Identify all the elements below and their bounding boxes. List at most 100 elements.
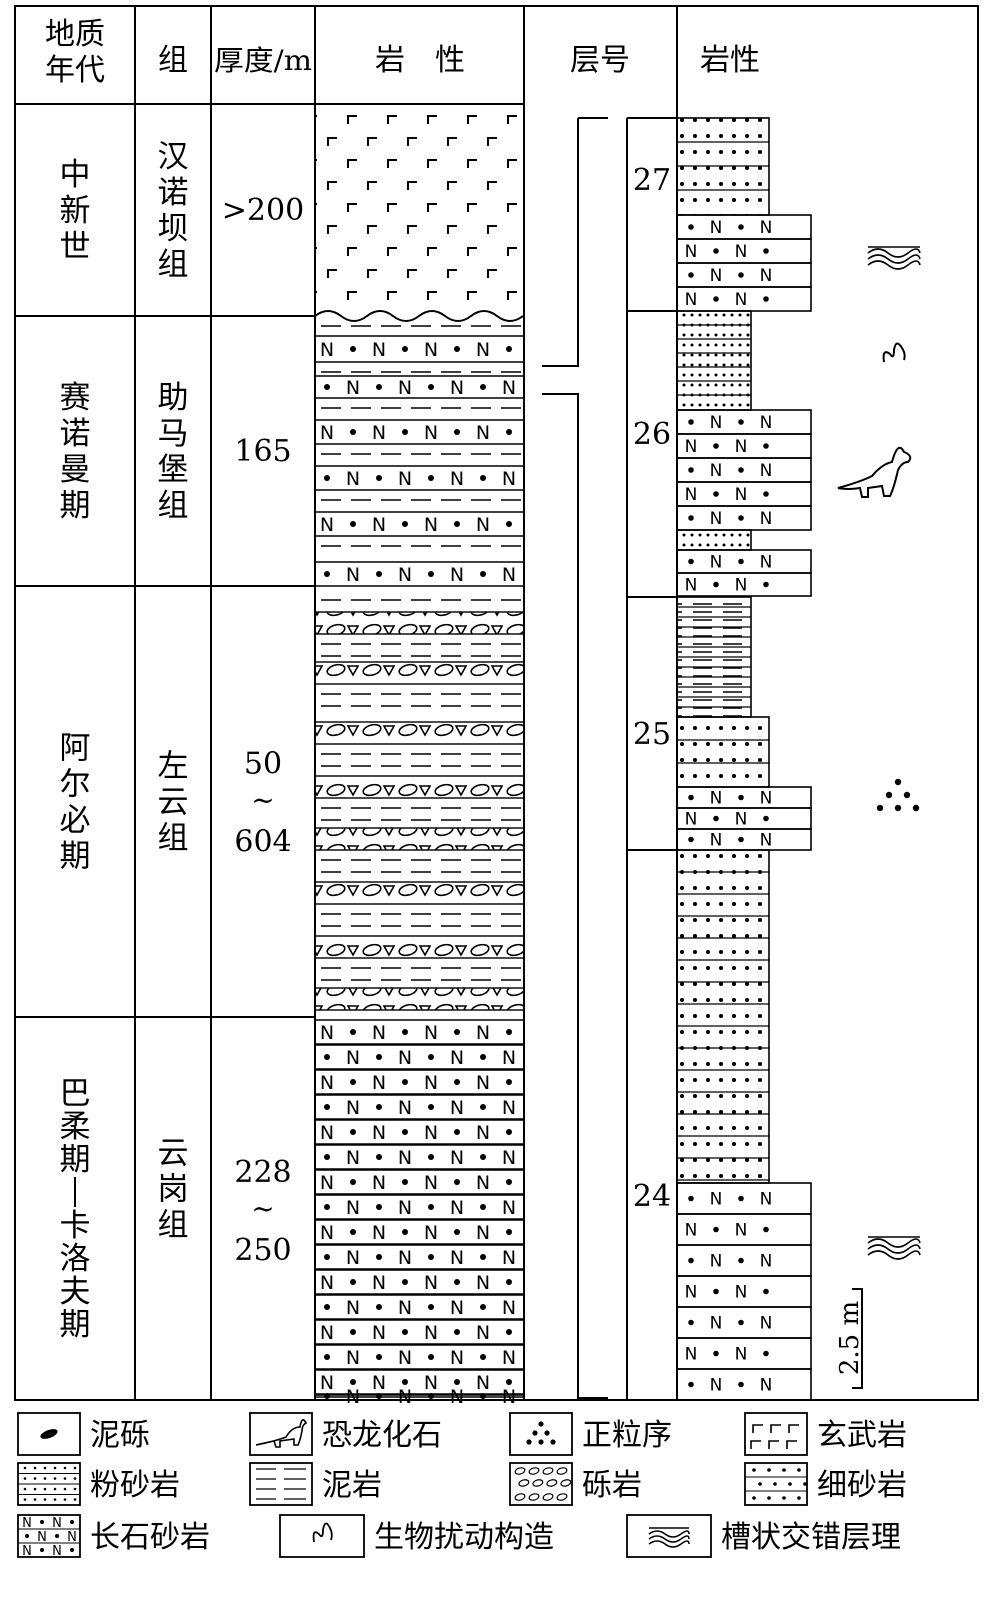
header-lithology-detail: 岩性 xyxy=(700,43,760,78)
detail-feldspar-dot xyxy=(763,491,769,497)
legend-swatch xyxy=(249,1462,313,1506)
formation-label-char: 云 xyxy=(158,1136,189,1172)
layer-number: 24 xyxy=(633,1179,671,1214)
main-feldspar-dot xyxy=(350,1079,356,1085)
main-feldspar-dot xyxy=(454,1229,460,1235)
main-feldspar-n: N xyxy=(424,1072,438,1094)
main-feldspar-n: N xyxy=(372,1372,386,1394)
main-feldspar-dot xyxy=(402,346,408,352)
detail-feldspar-n: N xyxy=(760,1376,773,1396)
legend-item: 正粒序 xyxy=(509,1412,672,1456)
conglomerate-band xyxy=(314,935,525,959)
mud-gravel-icon xyxy=(40,1429,58,1439)
detail-feldspar-n: N xyxy=(735,1345,748,1365)
age-label-char: 柔 xyxy=(60,1109,91,1145)
svg-text:N: N xyxy=(37,1530,47,1545)
detail-feldspar-n: N xyxy=(685,437,698,457)
main-feldspar-dot xyxy=(324,1104,330,1110)
detail-feldspar-dot xyxy=(688,1319,694,1326)
main-feldspar-dot xyxy=(480,1304,486,1310)
main-feldspar-n: N xyxy=(502,1047,516,1069)
detail-feldspar-dot xyxy=(763,443,769,449)
main-feldspar-n: N xyxy=(372,339,386,361)
main-feldspar-dot xyxy=(428,475,434,481)
siltstone-icon xyxy=(18,1466,80,1501)
detail-feldspar-n: N xyxy=(685,1221,698,1241)
feldspar-row xyxy=(676,505,812,531)
feldspar-row xyxy=(676,214,812,240)
main-feldspar-dot xyxy=(324,571,330,577)
silt-block xyxy=(676,529,752,551)
main-feldspar-n: N xyxy=(476,1322,490,1344)
feldspar-row xyxy=(676,262,812,288)
thickness-value: >200 xyxy=(222,193,304,228)
main-feldspar-n: N xyxy=(372,1272,386,1294)
main-feldspar-dot xyxy=(454,429,460,435)
main-feldspar-dot xyxy=(454,521,460,527)
legend-label: 细砂岩 xyxy=(817,1468,907,1503)
main-feldspar-n: N xyxy=(450,1347,464,1369)
thickness-value: 165 xyxy=(234,434,291,469)
detail-feldspar-dot xyxy=(713,491,719,497)
header-thickness: 厚度/m xyxy=(214,44,312,77)
legend-swatch xyxy=(279,1514,365,1558)
main-feldspar-n: N xyxy=(320,514,334,536)
detail-feldspar-n: N xyxy=(710,553,723,573)
formation-label-char: 云 xyxy=(158,785,189,821)
main-feldspar-dot xyxy=(402,521,408,527)
main-feldspar-n: N xyxy=(398,1386,412,1408)
age-label-char: 中 xyxy=(60,157,91,193)
detail-feldspar-n: N xyxy=(685,810,698,830)
trough-cross-bedding-icon xyxy=(867,1236,921,1260)
main-feldspar-dot xyxy=(402,1279,408,1285)
header-formation: 组 xyxy=(158,43,188,78)
detail-feldspar-n: N xyxy=(710,1376,723,1396)
age-label-char: 期 xyxy=(60,1142,91,1178)
basalt-fill xyxy=(315,104,524,312)
detail-feldspar-n: N xyxy=(710,509,723,529)
main-feldspar-dot xyxy=(376,1254,382,1260)
main-feldspar-n: N xyxy=(476,1072,490,1094)
main-feldspar-n: N xyxy=(476,422,490,444)
main-feldspar-n: N xyxy=(372,1222,386,1244)
legend-label: 泥岩 xyxy=(322,1468,382,1503)
legend-item: 玄武岩 xyxy=(744,1412,907,1456)
main-feldspar-dot xyxy=(350,1229,356,1235)
detail-feldspar-dot xyxy=(713,815,719,822)
age-label-char: 曼 xyxy=(60,452,91,488)
main-feldspar-n: N xyxy=(346,1247,360,1269)
main-feldspar-n: N xyxy=(424,1272,438,1294)
legend-item: 泥砾 xyxy=(17,1412,150,1456)
main-feldspar-dot xyxy=(454,1029,460,1035)
dinosaur-fossil-icon xyxy=(255,1419,308,1448)
header-layer-no: 层号 xyxy=(570,43,630,78)
silt-block xyxy=(676,310,752,411)
main-feldspar-n: N xyxy=(450,1097,464,1119)
main-feldspar-n: N xyxy=(398,1197,412,1219)
detail-feldspar-dot xyxy=(713,1350,719,1357)
formation-label-char: 堡 xyxy=(158,452,189,488)
main-feldspar-n: N xyxy=(476,1122,490,1144)
main-feldspar-dot xyxy=(324,1154,330,1160)
thickness-min: 228 xyxy=(234,1155,291,1190)
detail-feldspar-dot xyxy=(763,581,769,588)
dinosaur-fossil-icon xyxy=(837,446,912,498)
legend-item: 恐龙化石 xyxy=(249,1412,442,1456)
conglomerate-band xyxy=(314,611,525,635)
main-feldspar-n: N xyxy=(450,1247,464,1269)
layer-number: 25 xyxy=(633,717,671,752)
conglomerate-band xyxy=(314,881,525,905)
thickness-tilde: ~ xyxy=(251,784,274,817)
main-feldspar-n: N xyxy=(424,1122,438,1144)
main-feldspar-n: N xyxy=(398,1247,412,1269)
legend-item: 砾岩 xyxy=(509,1462,642,1506)
age-label-char: 新 xyxy=(60,193,91,229)
detail-feldspar-dot xyxy=(763,1226,769,1233)
basalt-icon xyxy=(750,1424,799,1449)
main-feldspar-n: N xyxy=(476,514,490,536)
detail-feldspar-dot xyxy=(688,419,694,425)
main-feldspar-n: N xyxy=(450,377,464,399)
